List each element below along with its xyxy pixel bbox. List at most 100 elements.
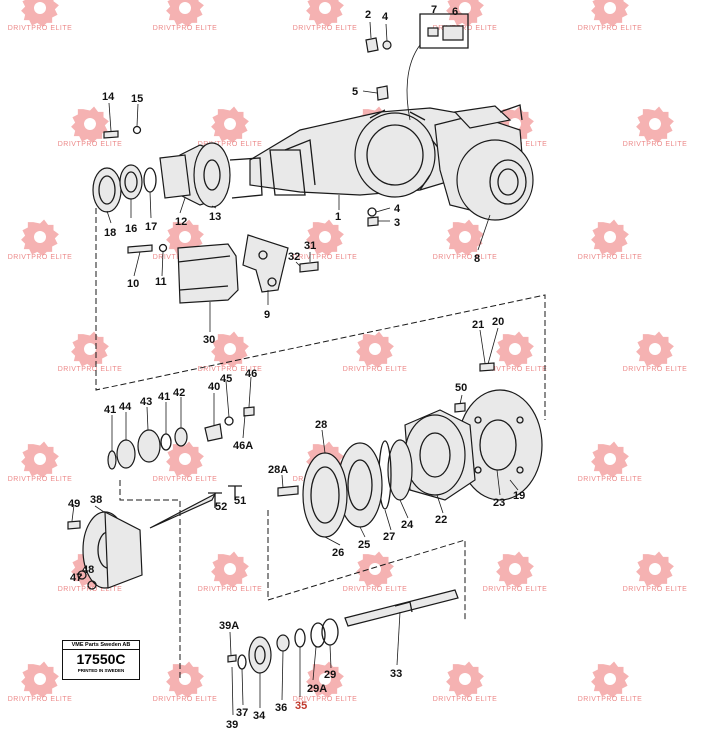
watermark-mark: DRIVTPRO ELITE <box>623 106 688 148</box>
watermark-text: DRIVTPRO ELITE <box>293 696 358 703</box>
watermark-mark: DRIVTPRO ELITE <box>483 551 548 593</box>
watermark-mark: DRIVTPRO ELITE <box>623 331 688 373</box>
label-23: 23 <box>493 497 505 509</box>
label-12: 12 <box>175 216 187 228</box>
watermark-text: DRIVTPRO ELITE <box>483 366 548 373</box>
label-17: 17 <box>145 221 157 233</box>
watermark-mark: DRIVTPRO ELITE <box>153 0 217 32</box>
top-small-parts <box>103 13 469 227</box>
planet-carrier <box>67 510 143 590</box>
watermark-mark: DRIVTPRO ELITE <box>198 331 263 373</box>
watermark-text: DRIVTPRO ELITE <box>433 696 498 703</box>
watermark-text: DRIVTPRO ELITE <box>8 476 73 483</box>
label-32: 32 <box>288 251 300 263</box>
label-4b: 4 <box>394 203 401 215</box>
label-44: 44 <box>119 401 132 413</box>
label-30: 30 <box>203 334 215 346</box>
pin-detail <box>149 485 242 529</box>
label-34: 34 <box>253 710 266 722</box>
watermark-text: DRIVTPRO ELITE <box>198 366 263 373</box>
watermark-mark: DRIVTPRO ELITE <box>433 0 498 32</box>
watermark-mark: DRIVTPRO ELITE <box>58 331 122 373</box>
catalog-printed: PRINTED IN SWEDEN <box>77 668 125 673</box>
watermark-mark: DRIVTPRO ELITE <box>578 219 643 261</box>
watermark-text: DRIVTPRO ELITE <box>623 141 688 148</box>
watermark-text: DRIVTPRO ELITE <box>578 254 643 261</box>
label-40: 40 <box>208 381 220 393</box>
planetary-gears <box>107 406 255 470</box>
watermark-mark: DRIVTPRO ELITE <box>433 219 498 261</box>
label-25: 25 <box>358 539 370 551</box>
label-51: 51 <box>234 495 246 507</box>
label-1: 1 <box>335 211 341 223</box>
watermark-mark: DRIVTPRO ELITE <box>293 219 357 261</box>
watermark-text: DRIVTPRO ELITE <box>578 476 643 483</box>
watermark-text: DRIVTPRO ELITE <box>8 254 73 261</box>
label-39a: 39A <box>219 620 239 632</box>
watermark-mark: DRIVTPRO ELITE <box>153 661 218 703</box>
label-21: 21 <box>472 319 484 331</box>
label-10: 10 <box>127 278 139 290</box>
watermark-mark: DRIVTPRO ELITE <box>433 661 498 703</box>
watermark-mark: DRIVTPRO ELITE <box>293 661 358 703</box>
watermark-mark: DRIVTPRO ELITE <box>8 219 73 261</box>
label-8: 8 <box>474 253 480 265</box>
watermark-text: DRIVTPRO ELITE <box>343 366 408 373</box>
watermark-text: DRIVTPRO ELITE <box>198 586 263 593</box>
catalog-publisher: VME Parts Sweden AB <box>63 641 139 650</box>
label-52: 52 <box>215 501 227 513</box>
watermark-mark: DRIVTPRO ELITE <box>343 551 408 593</box>
label-29a: 29A <box>307 683 327 695</box>
watermark-mark: DRIVTPRO ELITE <box>483 331 548 373</box>
label-18: 18 <box>104 227 116 239</box>
watermark-mark: DRIVTPRO ELITE <box>578 0 643 32</box>
carrier-boundary <box>119 480 181 680</box>
wheel-hub-left <box>159 142 263 208</box>
label-46a: 46A <box>233 440 253 452</box>
label-20: 20 <box>492 316 504 328</box>
label-5: 5 <box>352 86 358 98</box>
watermark-text: DRIVTPRO ELITE <box>433 25 498 32</box>
watermark-text: DRIVTPRO ELITE <box>153 696 218 703</box>
label-47: 47 <box>70 572 82 584</box>
watermark-text: DRIVTPRO ELITE <box>483 586 548 593</box>
watermark-text: DRIVTPRO ELITE <box>58 141 123 148</box>
label-31: 31 <box>304 240 316 252</box>
label-37: 37 <box>236 707 248 719</box>
watermark-text: DRIVTPRO ELITE <box>8 25 73 32</box>
catalog-stamp: VME Parts Sweden AB 17550C PRINTED IN SW… <box>62 640 140 680</box>
label-22: 22 <box>435 514 447 526</box>
drum-cover <box>127 243 239 304</box>
watermark-text: DRIVTPRO ELITE <box>343 586 408 593</box>
watermark-mark: DRIVTPRO ELITE <box>153 441 217 483</box>
watermark-text: DRIVTPRO ELITE <box>623 366 688 373</box>
label-28a: 28A <box>268 464 288 476</box>
label-41a: 41 <box>158 391 170 403</box>
watermark-mark: DRIVTPRO ELITE <box>8 441 73 483</box>
watermark-mark: DRIVTPRO ELITE <box>198 106 263 148</box>
label-13: 13 <box>209 211 221 223</box>
label-19: 19 <box>513 490 525 502</box>
label-26: 26 <box>332 547 344 559</box>
watermark-mark: DRIVTPRO ELITE <box>8 0 73 32</box>
label-29: 29 <box>324 669 336 681</box>
watermark-text: DRIVTPRO ELITE <box>433 254 498 261</box>
label-39: 39 <box>226 719 238 731</box>
watermark-text: DRIVTPRO ELITE <box>578 25 643 32</box>
watermark-text: DRIVTPRO ELITE <box>198 141 263 148</box>
label-7: 7 <box>431 4 437 16</box>
catalog-number: 17550C <box>76 651 126 667</box>
label-49: 49 <box>68 498 80 510</box>
bearing-set-left <box>92 164 157 213</box>
mount-bracket <box>242 234 319 293</box>
watermark-text: DRIVTPRO ELITE <box>293 25 358 32</box>
label-46: 46 <box>245 368 257 380</box>
label-3: 3 <box>394 217 400 229</box>
watermark-mark: DRIVTPRO ELITE <box>623 551 687 593</box>
label-9: 9 <box>264 309 270 321</box>
label-45: 45 <box>220 373 232 385</box>
label-15: 15 <box>131 93 143 105</box>
watermark-mark: DRIVTPRO ELITE <box>293 0 358 32</box>
